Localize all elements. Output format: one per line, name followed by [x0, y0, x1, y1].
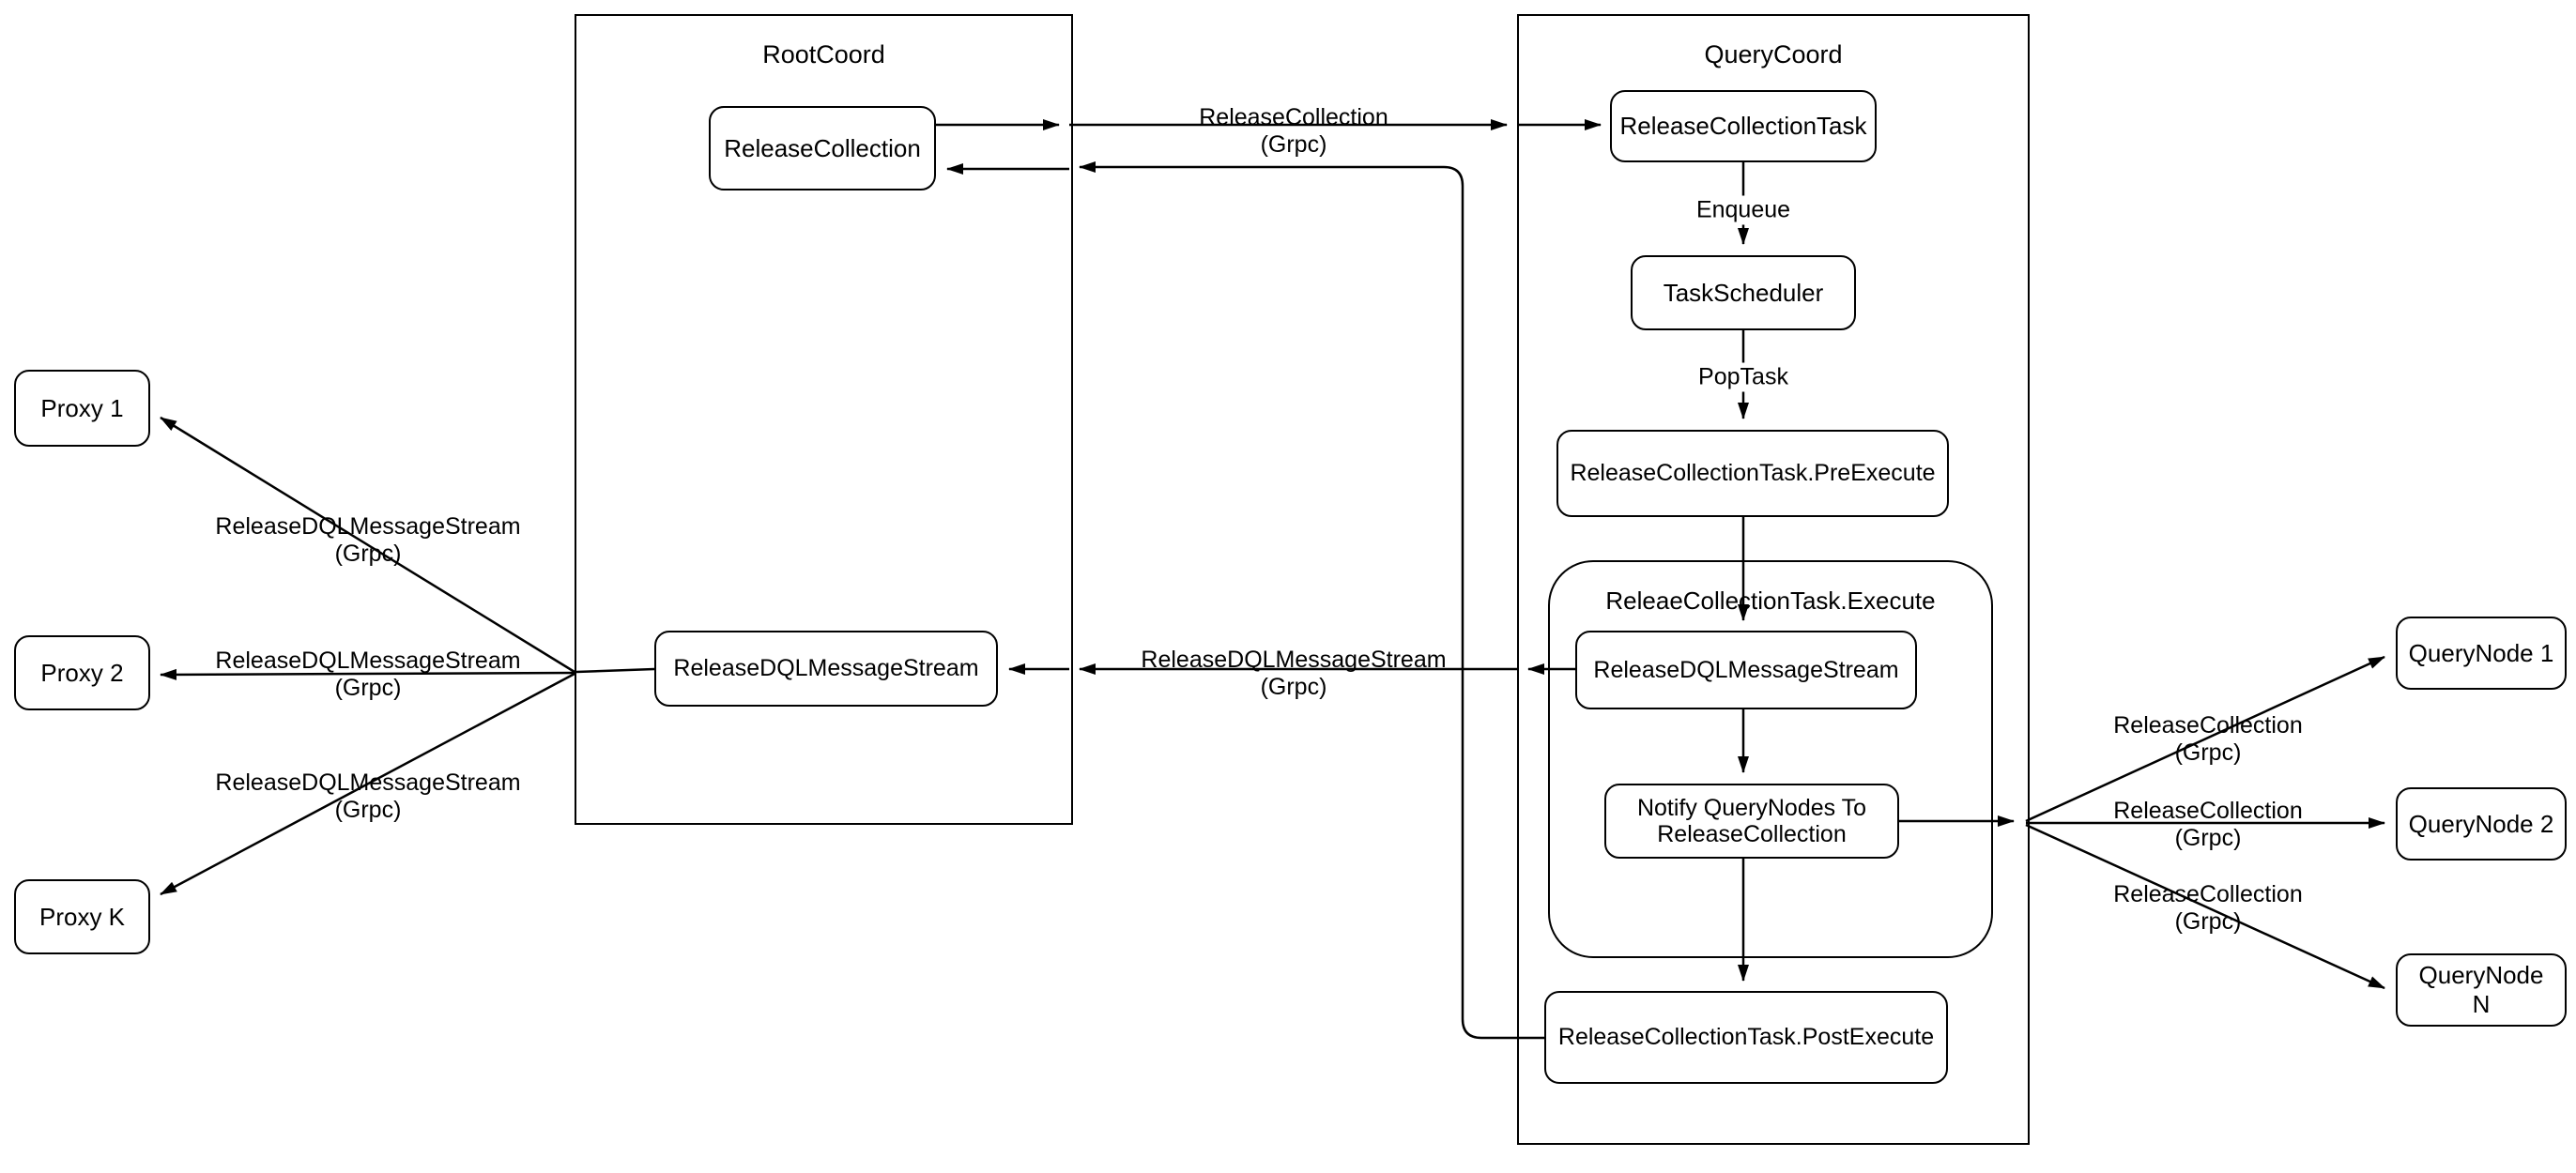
edge-label-line1: ReleaseCollection — [2113, 881, 2303, 907]
edge-label-rdqlms-grpc-center: ReleaseDQLMessageStream (Grpc) — [1141, 647, 1446, 701]
node-querynode-1: QueryNode 1 — [2396, 617, 2567, 690]
edge-label-line2: (Grpc) — [2174, 908, 2242, 935]
edge-label-line2: (Grpc) — [334, 541, 402, 567]
edge-label-line2: (Grpc) — [1260, 131, 1327, 158]
node-notify-querynodes: Notify QueryNodes To ReleaseCollection — [1604, 784, 1899, 859]
edge-label-line2: (Grpc) — [2174, 825, 2242, 851]
edge-label-line2: (Grpc) — [334, 797, 402, 823]
node-proxy-1: Proxy 1 — [14, 370, 150, 447]
querycoord-container: QueryCoord — [1517, 14, 2030, 1145]
node-pre-execute: ReleaseCollectionTask.PreExecute — [1556, 430, 1949, 517]
rootcoord-title: RootCoord — [762, 40, 885, 69]
edge-label-releasecollection-grpc-qn2: ReleaseCollection (Grpc) — [2113, 798, 2303, 852]
edge-label-rdqlms-grpc-proxy2: ReleaseDQLMessageStream (Grpc) — [215, 647, 520, 702]
edge-label-line1: ReleaseDQLMessageStream — [1141, 647, 1447, 673]
node-rdqlms-querycoord: ReleaseDQLMessageStream — [1575, 631, 1917, 709]
edge-label-enqueue: Enqueue — [1688, 195, 1799, 225]
edge-label-line1: ReleaseDQLMessageStream — [215, 647, 521, 674]
node-rdqlms-rootcoord: ReleaseDQLMessageStream — [654, 631, 998, 707]
edge-label-line1: ReleaseDQLMessageStream — [215, 513, 521, 540]
node-release-collection: ReleaseCollection — [709, 106, 936, 190]
rootcoord-container: RootCoord — [575, 14, 1073, 825]
querycoord-title: QueryCoord — [1704, 40, 1843, 69]
edge-label-rdqlms-grpc-proxyk: ReleaseDQLMessageStream (Grpc) — [215, 769, 520, 824]
edge-label-poptask: PopTask — [1691, 362, 1796, 392]
node-querynode-n: QueryNode N — [2396, 953, 2567, 1027]
edge-label-line2: (Grpc) — [2174, 739, 2242, 766]
node-proxy-2: Proxy 2 — [14, 635, 150, 710]
edge-label-line1: ReleaseCollection — [1199, 104, 1388, 130]
edge-label-releasecollection-grpc-top: ReleaseCollection (Grpc) — [1199, 104, 1388, 159]
edge-label-line1: ReleaseCollection — [2113, 712, 2303, 739]
edge-label-releasecollection-grpc-qnn: ReleaseCollection (Grpc) — [2113, 881, 2303, 936]
execute-group: ReleaeCollectionTask.Execute — [1548, 560, 1993, 958]
edge-label-line1: ReleaseDQLMessageStream — [215, 769, 521, 796]
execute-group-title: ReleaeCollectionTask.Execute — [1605, 586, 1936, 615]
edge-label-line2: (Grpc) — [1260, 674, 1327, 700]
node-proxy-k: Proxy K — [14, 879, 150, 954]
edge-label-rdqlms-grpc-proxy1: ReleaseDQLMessageStream (Grpc) — [215, 513, 520, 568]
node-release-collection-task: ReleaseCollectionTask — [1610, 90, 1877, 162]
node-post-execute: ReleaseCollectionTask.PostExecute — [1544, 991, 1948, 1084]
node-querynode-2: QueryNode 2 — [2396, 787, 2567, 861]
edge-label-line1: ReleaseCollection — [2113, 798, 2303, 824]
edge-label-line2: (Grpc) — [334, 675, 402, 701]
edge-label-releasecollection-grpc-qn1: ReleaseCollection (Grpc) — [2113, 712, 2303, 767]
node-task-scheduler: TaskScheduler — [1631, 255, 1856, 330]
